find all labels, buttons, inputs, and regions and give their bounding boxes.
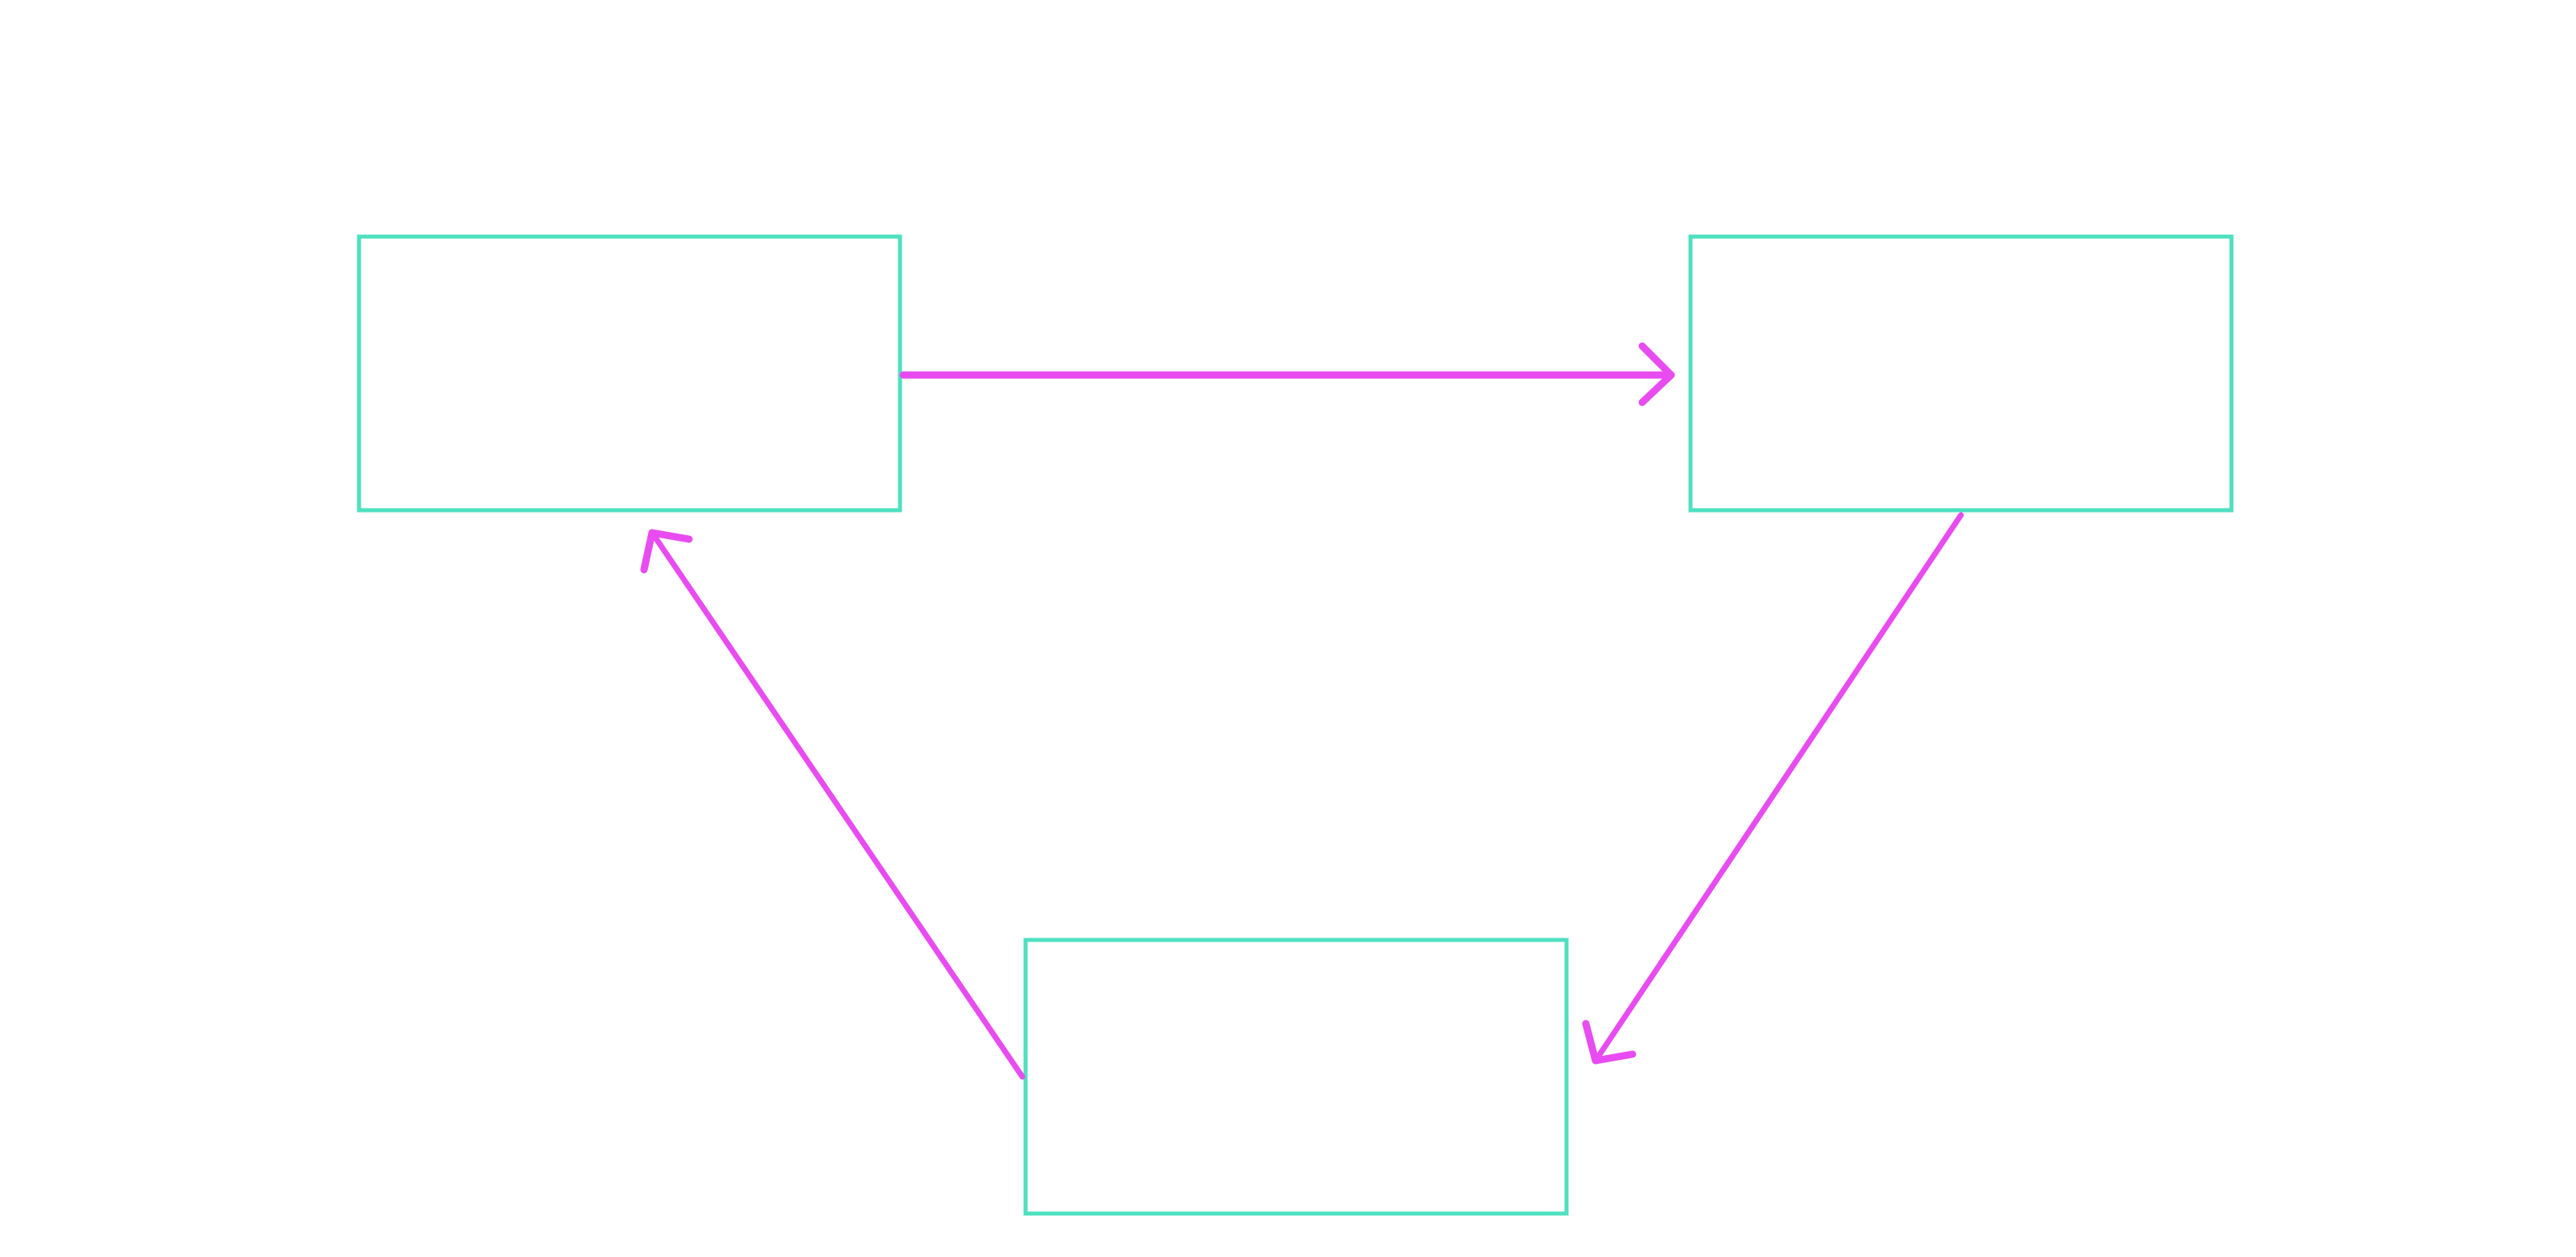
node-top-right xyxy=(1688,234,2234,513)
arrowhead-icon xyxy=(640,529,693,574)
node-top-left xyxy=(357,234,902,513)
node-bottom xyxy=(1023,938,1569,1216)
arrow-shaft xyxy=(1592,512,1964,1064)
arrowhead-icon xyxy=(1638,342,1675,406)
arrow-shaft xyxy=(649,530,1026,1080)
arrow-top-right-to-bottom xyxy=(1582,512,1964,1065)
arrow-top-left-to-top-right xyxy=(899,342,1675,406)
arrowhead-icon xyxy=(1582,1020,1637,1065)
arrow-bottom-to-top-left xyxy=(640,529,1026,1080)
